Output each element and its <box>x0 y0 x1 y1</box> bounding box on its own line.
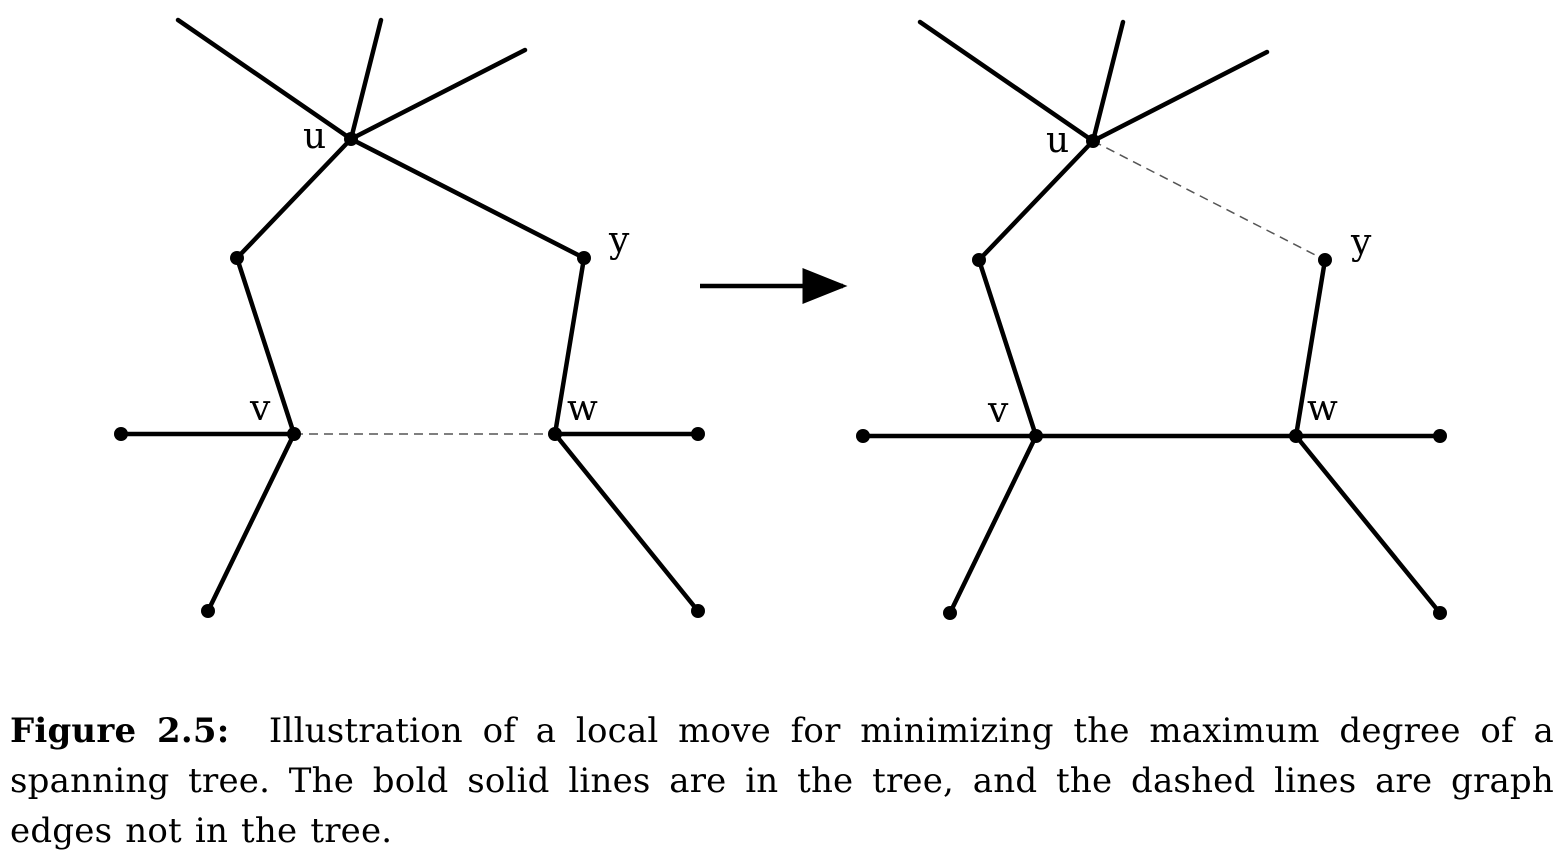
label-w-after: w <box>1307 388 1338 429</box>
label-y-after: y <box>1350 222 1372 263</box>
tree-edge <box>552 431 701 614</box>
node-u <box>1086 134 1100 148</box>
node <box>856 429 870 443</box>
before-nodes <box>114 132 705 618</box>
node <box>1433 606 1447 620</box>
node <box>972 253 986 267</box>
tree-edge <box>976 257 1039 439</box>
tree-edge <box>234 255 297 437</box>
after-nodes <box>856 134 1447 620</box>
figure-caption: Figure 2.5: Illustration of a local move… <box>10 706 1554 856</box>
label-y-before: y <box>608 220 630 261</box>
tree-edge <box>1090 19 1126 144</box>
node <box>230 251 244 265</box>
tree-edge <box>976 138 1096 263</box>
label-w-before: w <box>567 388 598 429</box>
figure-label: Figure 2.5: <box>10 711 230 751</box>
node <box>201 604 215 618</box>
tree-edge <box>348 47 528 142</box>
before-tree <box>118 17 701 614</box>
tree-edge-u-y <box>348 136 587 261</box>
tree-edge <box>1090 49 1270 144</box>
tree-edge <box>1293 433 1443 616</box>
label-v-after: v <box>987 390 1009 431</box>
node-v <box>287 427 301 441</box>
tree-edge <box>348 17 384 142</box>
node <box>1433 429 1447 443</box>
tree-edge <box>234 136 354 261</box>
node-v <box>1029 429 1043 443</box>
tree-edge <box>947 433 1039 616</box>
tree-edge <box>205 431 297 614</box>
label-v-before: v <box>249 388 271 429</box>
caption-text: Illustration of a local move for minimiz… <box>10 711 1554 851</box>
tree-edge <box>175 17 354 142</box>
node-u <box>344 132 358 146</box>
tree-edge <box>552 255 587 437</box>
node-y <box>1318 253 1332 267</box>
tree-edge <box>917 19 1096 144</box>
local-move-diagram: u y v w u y v w <box>114 17 1447 620</box>
node-y <box>577 251 591 265</box>
node <box>943 606 957 620</box>
after-tree <box>860 19 1443 616</box>
node <box>114 427 128 441</box>
label-u-before: u <box>303 116 326 157</box>
node <box>691 427 705 441</box>
node <box>691 604 705 618</box>
node-w <box>548 427 562 441</box>
tree-edge <box>1293 257 1328 439</box>
label-u-after: u <box>1046 120 1069 161</box>
node-w <box>1289 429 1303 443</box>
non-tree-edge-u-y <box>1092 140 1326 261</box>
